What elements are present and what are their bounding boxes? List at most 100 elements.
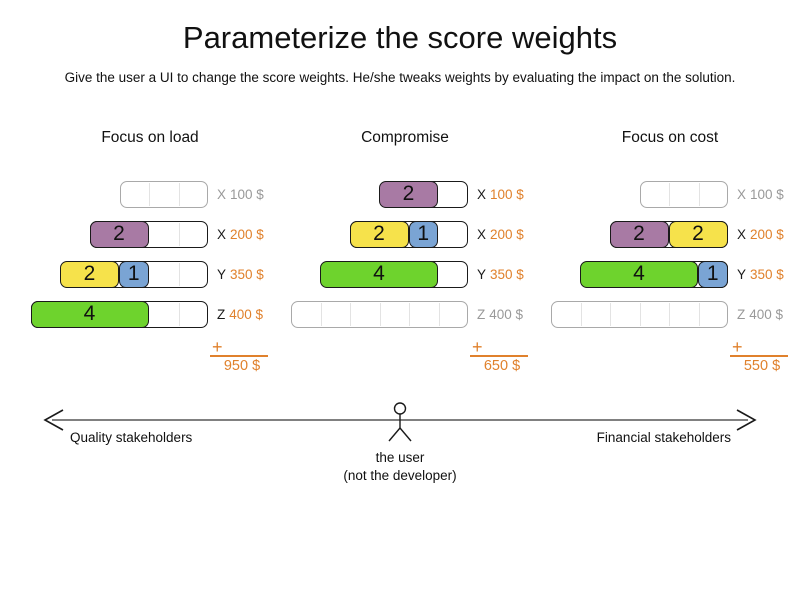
row-label-price: 100 $ bbox=[750, 187, 784, 202]
cell-separator bbox=[610, 303, 611, 326]
row-label-price: 350 $ bbox=[490, 267, 524, 282]
weight-segment: 1 bbox=[698, 260, 728, 288]
sum-line bbox=[470, 355, 528, 357]
row-label-price: 200 $ bbox=[230, 227, 264, 242]
cell-separator bbox=[350, 303, 351, 326]
segment-value: 4 bbox=[373, 262, 385, 285]
segment-value: 4 bbox=[633, 262, 645, 285]
arrow-left-icon bbox=[43, 409, 64, 431]
row-label-letter: Z bbox=[477, 307, 486, 322]
cell-separator bbox=[409, 303, 410, 326]
stick-figure-icon bbox=[388, 402, 412, 442]
row-label-price: 100 $ bbox=[230, 187, 264, 202]
segment-value: 2 bbox=[692, 222, 704, 245]
cell-separator bbox=[320, 303, 322, 326]
row-label-price: 200 $ bbox=[750, 227, 784, 242]
weight-segment: 2 bbox=[668, 220, 728, 248]
sum-total: 950 $ bbox=[223, 358, 261, 374]
sum-plus-sign: + bbox=[212, 337, 223, 357]
cell-separator bbox=[178, 183, 180, 206]
page-title: Parameterize the score weights bbox=[182, 20, 618, 55]
cell-separator bbox=[438, 303, 440, 326]
score-box bbox=[291, 301, 468, 328]
cell-separator bbox=[580, 303, 582, 326]
weight-segment: 2 bbox=[349, 220, 409, 248]
row-label-price: 350 $ bbox=[750, 267, 784, 282]
weight-segment: 1 bbox=[119, 260, 149, 288]
weight-segment: 2 bbox=[89, 220, 149, 248]
cell-separator bbox=[669, 183, 670, 206]
row-label-price: 400 $ bbox=[749, 307, 784, 322]
row-label-price: 100 $ bbox=[490, 187, 524, 202]
row-label-price: 400 $ bbox=[489, 307, 524, 322]
row-label-letter: X bbox=[737, 187, 747, 202]
segment-value: 1 bbox=[127, 262, 140, 285]
right-axis-label: Financial stakeholders bbox=[596, 430, 731, 445]
row-label-letter: X bbox=[477, 187, 487, 202]
cell-separator bbox=[379, 303, 381, 326]
score-box: 4 bbox=[30, 300, 208, 328]
stakeholder-axis bbox=[43, 402, 757, 442]
row-label-price: 200 $ bbox=[490, 227, 524, 242]
row-label-letter: X bbox=[737, 227, 747, 242]
row-label-letter: Y bbox=[737, 267, 747, 282]
score-box: 4 bbox=[320, 260, 468, 288]
column-header: Focus on cost bbox=[621, 129, 719, 146]
sum-line bbox=[210, 355, 268, 357]
weight-segment: 4 bbox=[580, 260, 698, 288]
segment-value: 1 bbox=[706, 262, 719, 285]
weight-segment: 4 bbox=[320, 260, 438, 288]
weight-segment: 2 bbox=[60, 260, 119, 288]
score-box bbox=[639, 181, 728, 208]
score-box: 2 bbox=[379, 180, 468, 208]
cell-separator bbox=[149, 183, 150, 206]
row-label-letter: X bbox=[217, 227, 227, 242]
weight-segment: 2 bbox=[609, 220, 669, 248]
cell-separator bbox=[698, 303, 700, 326]
cell-separator bbox=[669, 303, 670, 326]
row-label-letter: Z bbox=[737, 307, 746, 322]
segment-value: 1 bbox=[417, 222, 430, 245]
segment-value: 2 bbox=[402, 182, 415, 205]
sum-line bbox=[730, 355, 788, 357]
row-label-price: 350 $ bbox=[230, 267, 264, 282]
cell-separator bbox=[178, 223, 180, 246]
score-box bbox=[551, 301, 728, 328]
column-header: Focus on load bbox=[101, 129, 199, 146]
row-label-letter: Y bbox=[217, 267, 227, 282]
sum-plus-sign: + bbox=[732, 337, 743, 357]
row-label-letter: X bbox=[477, 227, 487, 242]
sum-plus-sign: + bbox=[472, 337, 483, 357]
row-label-price: 400 $ bbox=[229, 307, 264, 322]
cell-separator bbox=[639, 303, 641, 326]
left-axis-label: Quality stakeholders bbox=[70, 430, 193, 445]
segment-value: 2 bbox=[83, 262, 96, 285]
row-label-letter: Z bbox=[217, 307, 226, 322]
arrow-right-icon bbox=[736, 409, 757, 431]
weight-segment: 1 bbox=[408, 220, 438, 248]
column-header: Compromise bbox=[361, 129, 449, 146]
segment-value: 2 bbox=[373, 222, 385, 245]
sum-total: 650 $ bbox=[483, 358, 521, 374]
row-label-letter: Y bbox=[477, 267, 487, 282]
cell-separator bbox=[178, 303, 180, 326]
segment-value: 2 bbox=[633, 222, 645, 245]
weight-segment: 4 bbox=[30, 300, 149, 328]
cell-separator bbox=[178, 263, 180, 286]
